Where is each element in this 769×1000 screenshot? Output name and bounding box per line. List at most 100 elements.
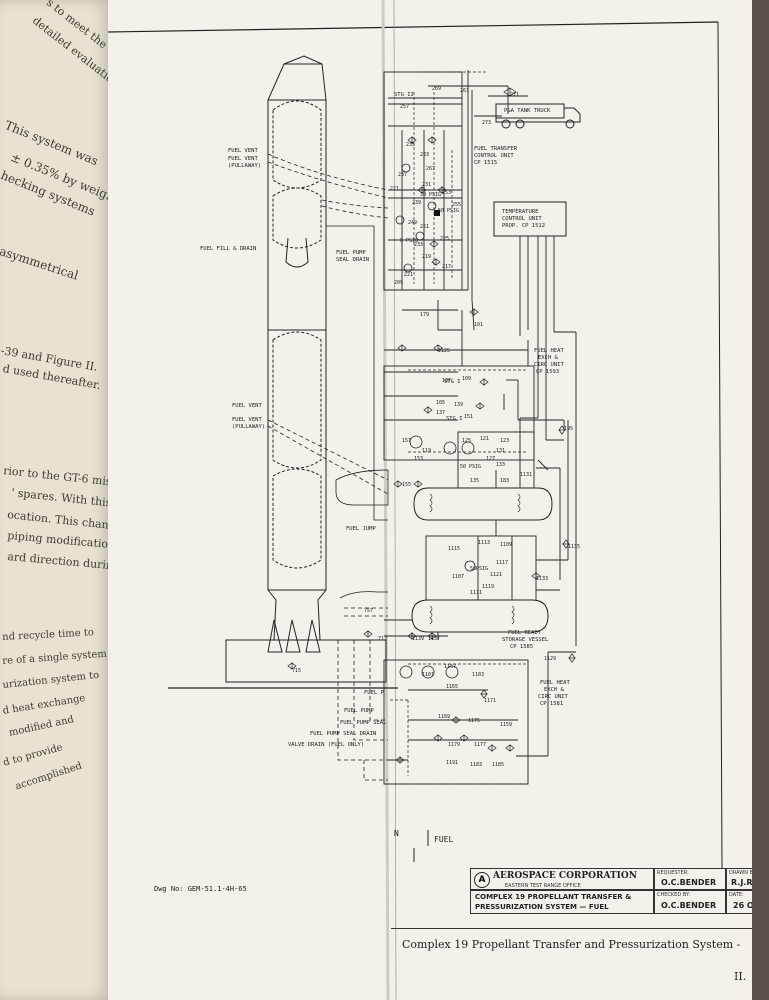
valve-number: 131 — [496, 448, 505, 454]
valve-number: 125 — [462, 438, 471, 444]
valve-number: 1185 — [492, 762, 504, 768]
valve-number: 1135 — [568, 544, 580, 550]
valve-number: 1183 — [470, 762, 482, 768]
valve-number: 1179 — [448, 742, 460, 748]
valve-number: 251 — [420, 224, 429, 230]
left-text-line: ' spares. With this — [10, 486, 112, 510]
valve-number: 233 — [420, 152, 429, 158]
valve-number: 1109 — [500, 542, 512, 548]
valve-number: 1191 — [446, 760, 458, 766]
label-transfer-unit: FUEL TRANSFER — [474, 146, 518, 152]
requester-label: REQUESTER: — [657, 870, 689, 876]
label-stg-i: STG I — [444, 379, 461, 385]
label-ready-storage-3: CP 1585 — [510, 644, 533, 650]
left-text-line: re of a single system — [2, 648, 108, 667]
valve-number: 1131 — [520, 472, 532, 478]
valve-number: 261 — [460, 88, 469, 94]
valve-number: 1115 — [448, 546, 460, 552]
label-psig: 50PSIG — [470, 566, 488, 572]
valve-number: 123 — [500, 438, 509, 444]
valve-number: 1119 — [482, 584, 494, 590]
valve-number: 1107 — [452, 574, 464, 580]
valve-number: 1137 — [428, 636, 440, 642]
valve-number: 1125 — [438, 348, 450, 354]
valve-number: 135 — [470, 478, 479, 484]
label-heat-exch-2: FUEL HEAT — [540, 680, 570, 686]
valve-number: 1177 — [474, 742, 486, 748]
valve-number: 1111 — [470, 590, 482, 596]
valve-number: 757 — [364, 608, 373, 614]
valve-number: 151 — [464, 414, 473, 420]
label-psig: 30 PSIG — [420, 192, 441, 198]
label-heat-exch-1b: EXCH & — [538, 355, 559, 361]
drawn-by-cell: DRAWN BY: R.J.RABC — [726, 868, 769, 890]
label-heat-exch-2b: EXCH & — [544, 687, 565, 693]
valve-number: 273 — [482, 120, 491, 126]
valve-number: 1165 — [446, 684, 458, 690]
valve-number: 267 — [426, 166, 435, 172]
valve-number: 1171 — [484, 698, 496, 704]
valve-number: 715 — [292, 668, 301, 674]
label-seal-drain: SEAL DRAIN — [336, 257, 369, 263]
valve-number: 179 — [420, 312, 429, 318]
date-cell: DATE: 26 OCT — [726, 890, 769, 914]
label-temp-control: TEMPERATURE — [502, 209, 538, 215]
left-text-line: piping modifications — [6, 529, 112, 552]
valve-number: 133 — [496, 462, 505, 468]
label-psig: 50 PSIG — [438, 208, 459, 214]
label-heat-exch-2c: CIRC UNIT — [538, 694, 568, 700]
label-valve-drain: VALVE DRAIN (FUEL ONLY) — [288, 742, 364, 748]
left-text-line: accomplished — [14, 760, 84, 793]
valve-number: 257 — [400, 104, 409, 110]
label-transfer-unit-3: CP 1515 — [474, 160, 497, 166]
tank-truck-icon — [495, 103, 581, 129]
valve-number: 253 — [442, 190, 451, 196]
label-ready-storage-2: STORAGE VESSEL — [502, 637, 549, 643]
page-number: II. — [734, 970, 747, 983]
requester-cell: REQUESTER: O.C.BENDER — [654, 868, 726, 890]
valve-number: 249 — [408, 220, 417, 226]
title-cell: COMPLEX 19 PROPELLANT TRANSFER & PRESSUR… — [470, 890, 654, 914]
legend-n: N — [394, 829, 399, 838]
valve-number: 137 — [436, 410, 445, 416]
company-logo-icon: A — [474, 872, 490, 888]
label-fuel-vent-2: FUEL VENT — [228, 156, 258, 162]
label-heat-exch-2d: CP 1581 — [540, 701, 563, 707]
company-name: AEROSPACE CORPORATION — [493, 871, 637, 881]
valve-number: 221 — [404, 272, 413, 278]
valve-number: 155 — [402, 482, 411, 488]
valve-number: 237 — [398, 172, 407, 178]
valve-number: 1175 — [468, 718, 480, 724]
left-text-line: d to provide — [2, 742, 64, 769]
label-fuel-jump: FUEL JUMP — [346, 526, 376, 532]
valve-number: 269 — [432, 86, 441, 92]
office-name: EASTERN TEST RANGE OFFICE — [505, 883, 581, 889]
label-fuel-vent-mid: FUEL VENT — [232, 403, 262, 409]
label-transfer-unit-2: CONTROL UNIT — [474, 153, 514, 159]
valve-number: 127 — [486, 456, 495, 462]
drawn-by-value: R.J.RABC — [731, 878, 769, 887]
title-block: A AEROSPACE CORPORATION EASTERN TEST RAN… — [470, 868, 769, 924]
date-value: 26 OCT — [733, 901, 766, 910]
page-edge — [752, 0, 769, 1000]
checked-by-cell: CHECKED BY: O.C.BENDER — [654, 890, 726, 914]
label-tank-truck: P&A TANK TRUCK — [504, 108, 551, 114]
valve-number: 219 — [422, 254, 431, 260]
valve-number: 713 — [378, 636, 387, 642]
label-temp-control-3: PROP. CP 1512 — [502, 223, 545, 229]
valve-number: 1113 — [478, 540, 490, 546]
valve-number: 217 — [442, 264, 451, 270]
valve-number: 1169 — [438, 714, 450, 720]
valve-number: 105 — [436, 400, 445, 406]
label-fuel-pump-seal: FUEL PUMP SEAL — [340, 720, 387, 726]
drawn-by-label: DRAWN BY: — [729, 870, 757, 876]
storage-vessel-icon — [411, 487, 553, 633]
valve-number: 1157 — [444, 664, 456, 670]
drawing-page: FUEL VENT FUEL VENT (PULLAWAY) FUEL FILL… — [108, 0, 769, 1000]
label-psig: 50 PSIG — [460, 464, 481, 470]
label-heat-exch-1c: CIRC UNIT — [534, 362, 564, 368]
label-pullaway: (PULLAWAY) — [228, 163, 261, 169]
valve-number: 1121 — [490, 572, 502, 578]
label-fuel-vent-mid2: FUEL VENT — [232, 417, 262, 423]
label-stg-ii: STG II — [394, 92, 414, 98]
